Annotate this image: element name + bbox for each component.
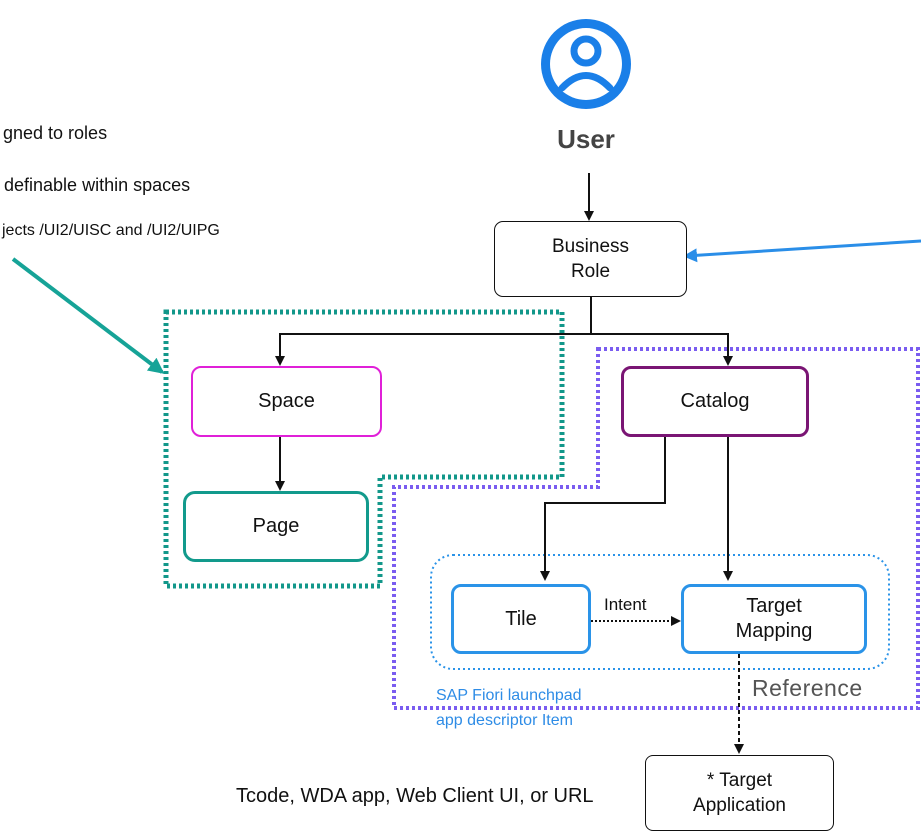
business-role-node[interactable]: Business Role bbox=[494, 221, 687, 297]
catalog-to-tile-arrow bbox=[540, 437, 666, 581]
tile-node[interactable]: Tile bbox=[451, 584, 591, 654]
reference-group-border bbox=[392, 347, 920, 710]
note-target-types: Tcode, WDA app, Web Client UI, or URL bbox=[236, 785, 594, 807]
catalog-label: Catalog bbox=[680, 390, 750, 412]
note-roles: gned to roles bbox=[3, 123, 108, 143]
tile-label: Tile bbox=[505, 607, 537, 630]
space-node[interactable]: Space bbox=[191, 366, 382, 437]
catalog-node[interactable]: Catalog bbox=[621, 366, 809, 437]
page-node[interactable]: Page bbox=[183, 491, 369, 562]
target-mapping-node[interactable]: Target Mapping bbox=[681, 584, 867, 654]
intent-label: Intent bbox=[604, 595, 647, 614]
app-descriptor-label: SAP Fiori launchpad app descriptor Item bbox=[436, 683, 582, 733]
teal-pointer-arrow bbox=[11, 257, 165, 374]
app-descriptor-line2: app descriptor Item bbox=[436, 712, 573, 729]
target-application-line2: Application bbox=[693, 795, 786, 816]
reference-label: Reference bbox=[752, 675, 863, 701]
blue-pointer-arrow bbox=[683, 239, 921, 263]
role-to-space-arrow bbox=[275, 333, 591, 366]
business-role-line2: Role bbox=[570, 261, 611, 282]
role-to-catalog-arrow bbox=[591, 333, 733, 366]
user-circle-icon bbox=[541, 19, 631, 109]
note-spaces: definable within spaces bbox=[4, 175, 191, 195]
target-application-node[interactable]: * Target Application bbox=[645, 755, 834, 831]
note-objects: jects /UI2/UISC and /UI2/UIPG bbox=[2, 222, 220, 239]
space-label: Space bbox=[258, 390, 315, 412]
business-role-line1: Business bbox=[551, 236, 630, 257]
spaces-pages-group-border bbox=[163, 309, 565, 589]
target-mapping-line2: Mapping bbox=[735, 620, 813, 642]
page-label: Page bbox=[252, 515, 300, 537]
user-label: User bbox=[557, 124, 615, 154]
app-descriptor-line1: SAP Fiori launchpad bbox=[436, 687, 582, 704]
target-application-line1: * Target bbox=[706, 770, 773, 791]
target-mapping-line1: Target bbox=[746, 595, 802, 617]
app-descriptor-group-border bbox=[430, 554, 890, 670]
